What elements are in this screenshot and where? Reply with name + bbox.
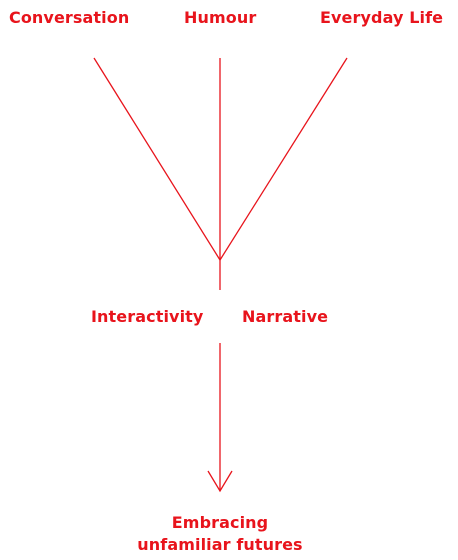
node-conversation: Conversation — [9, 8, 130, 27]
node-humour: Humour — [184, 8, 257, 27]
connector-everyday-life — [219, 57, 348, 261]
node-everyday-life: Everyday Life — [320, 8, 444, 27]
outcome-line-1: Embracing — [171, 513, 269, 532]
node-interactivity: Interactivity — [91, 307, 204, 326]
outcome-line-2: unfamiliar futures — [137, 535, 303, 554]
node-outcome: Embracing unfamiliar futures — [0, 512, 440, 556]
node-narrative: Narrative — [242, 307, 329, 326]
arrow-head — [207, 470, 233, 493]
connector-conversation — [93, 57, 221, 261]
